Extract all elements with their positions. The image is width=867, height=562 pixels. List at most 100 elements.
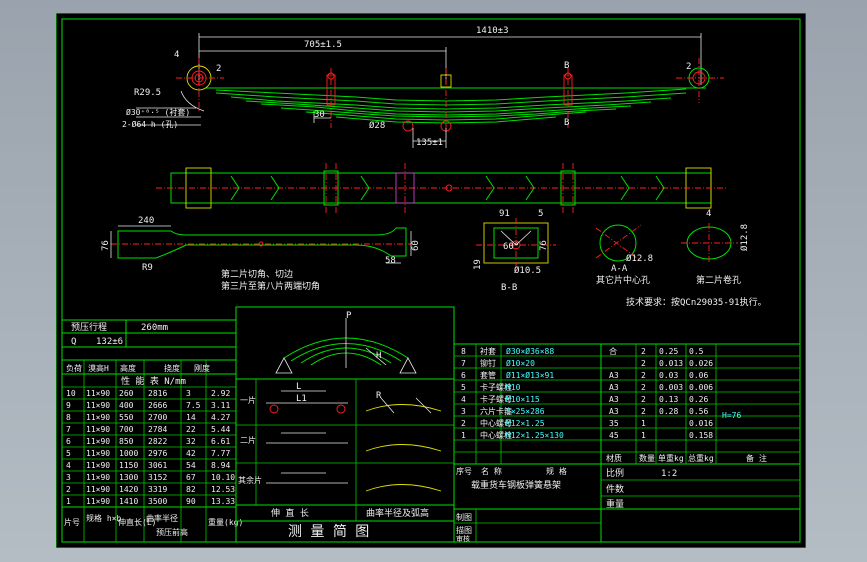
parts-cell: 中心螺栓	[480, 430, 512, 440]
phdr-6: 总重kg	[688, 453, 714, 463]
perf-cell: 3061	[148, 461, 167, 470]
dim-2a: 2	[216, 64, 221, 74]
foot-3: 曲率半径	[146, 513, 178, 523]
perf-cell: 13.33	[211, 497, 235, 506]
perf-cell: 1000	[119, 449, 138, 458]
parts-cell: 中心螺母	[480, 418, 512, 428]
second-leaf-eye	[681, 223, 738, 263]
parts-cell: 2	[461, 419, 466, 428]
foot-b: 曲率半径及弧高	[366, 507, 429, 519]
parts-cell: Ø30×Ø36×88	[506, 346, 554, 356]
dim-2b: 2	[686, 62, 691, 72]
parts-cell: 3	[461, 407, 466, 416]
sheet-border	[56, 13, 806, 548]
perf-cell: 5	[66, 449, 71, 458]
foot-a: 伸 直 长	[271, 507, 309, 519]
parts-cell: 1	[461, 431, 466, 440]
phdr-3: 材质	[606, 453, 622, 463]
sig-2: 审核	[456, 534, 470, 543]
perf-cell: 400	[119, 401, 134, 410]
parts-cell: M12×1.25	[506, 419, 545, 428]
parts-cell: 1	[641, 419, 646, 428]
parts-cell: 0.003	[659, 383, 683, 392]
foot-5: 重量(kg)	[208, 517, 243, 527]
row-lbl-1: 二片	[240, 435, 256, 445]
parts-cell: 2	[641, 383, 646, 392]
parts-cell: A3	[609, 383, 619, 392]
perf-cell: 11×90	[86, 473, 110, 482]
hdr-2: 高度	[120, 363, 136, 373]
foot-1: 规格 h×b	[86, 513, 121, 523]
foot-0: 片号	[64, 517, 80, 527]
dim-76b: 76	[539, 240, 549, 251]
parts-cell: 0.13	[659, 395, 678, 404]
perf-cell: 1410	[119, 497, 138, 506]
perf-cell: 4	[66, 461, 71, 470]
parts-cell: 套管	[480, 370, 496, 380]
perf-cell: 32	[186, 437, 196, 446]
perf-cell: 2	[66, 485, 71, 494]
note-2: 第三片至第八片两端切角	[221, 280, 320, 292]
perf-cell: 82	[186, 485, 196, 494]
perf-cell: 2816	[148, 389, 167, 398]
perf-cell: 11×90	[86, 413, 110, 422]
parts-cell: 6	[461, 371, 466, 380]
phdr-2: 规 格	[546, 466, 567, 476]
perf-cell: 8.94	[211, 461, 230, 470]
parts-cell: M10	[506, 383, 521, 392]
sig-1: 描图	[456, 525, 472, 535]
sec-b2: B	[564, 118, 569, 128]
dim-half: 705±1.5	[304, 40, 342, 50]
dim-60deg: 60°	[503, 242, 519, 252]
perf-cell: 8	[66, 413, 71, 422]
parts-cell: 2	[641, 395, 646, 404]
diagram-title: 测 量 简 图	[288, 523, 369, 540]
parts-cell: M10×115	[506, 395, 540, 404]
dim-135: 135±1	[416, 138, 443, 148]
parts-cell: 2	[641, 347, 646, 356]
parts-cell: 2	[641, 407, 646, 416]
label-aa: A-A	[611, 264, 628, 274]
dim-r295: R29.5	[134, 88, 161, 98]
parts-cell: 0.006	[689, 383, 713, 392]
parts-cell: 5	[461, 383, 466, 392]
scale-label: 比例	[606, 467, 624, 479]
perf-cell: 11×90	[86, 497, 110, 506]
perf-cell: 1	[66, 497, 71, 506]
perf-cell: 2666	[148, 401, 167, 410]
dim-76: 76	[101, 240, 111, 251]
perf-cell: 9	[66, 401, 71, 410]
label-bb: B-B	[501, 283, 517, 293]
dim-19: 19	[473, 259, 483, 270]
drawing-canvas[interactable]: 1410±3 705±1.5 4 2 2 R29.5 Ø30⁺⁰·⁵ (衬套) …	[56, 13, 806, 548]
dim-28: Ø28	[369, 120, 385, 131]
dim-5: 5	[538, 209, 543, 219]
parts-cell: 0.56	[689, 407, 708, 416]
section-aa	[595, 224, 642, 262]
parts-cell: Ø10×20	[506, 358, 535, 368]
performance-table-grid	[61, 319, 237, 543]
parts-cell: 2	[641, 371, 646, 380]
dim-128a: Ø12.8	[626, 253, 653, 264]
parts-cell: 合	[609, 346, 617, 356]
perf-cell: 3.11	[211, 401, 230, 410]
parts-cell: A3	[609, 371, 619, 380]
perf-cell: 12.53	[211, 485, 235, 494]
measurement-diagram	[235, 306, 455, 543]
spring-side-view	[136, 33, 724, 148]
product-name: 载重货车钢板弹簧悬架	[471, 479, 561, 491]
parts-cell: 0.06	[689, 371, 708, 380]
perf-caption: 性 能 表 N/mm	[121, 375, 186, 387]
perf-cell: 10	[66, 389, 76, 398]
perf-cell: 11×90	[86, 449, 110, 458]
perf-cell: 7.5	[186, 401, 201, 410]
perf-cell: 3500	[148, 497, 167, 506]
parts-cell: M12×1.25×130	[506, 431, 564, 440]
leaf-detail	[110, 225, 412, 264]
perf-cell: 11×90	[86, 425, 110, 434]
hdr-3: 挠度	[164, 363, 180, 373]
drawing-sheet[interactable]: 1410±3 705±1.5 4 2 2 R29.5 Ø30⁺⁰·⁵ (衬套) …	[56, 13, 806, 548]
preload-value: 260mm	[141, 323, 168, 333]
phdr-0: 序号	[456, 466, 472, 476]
